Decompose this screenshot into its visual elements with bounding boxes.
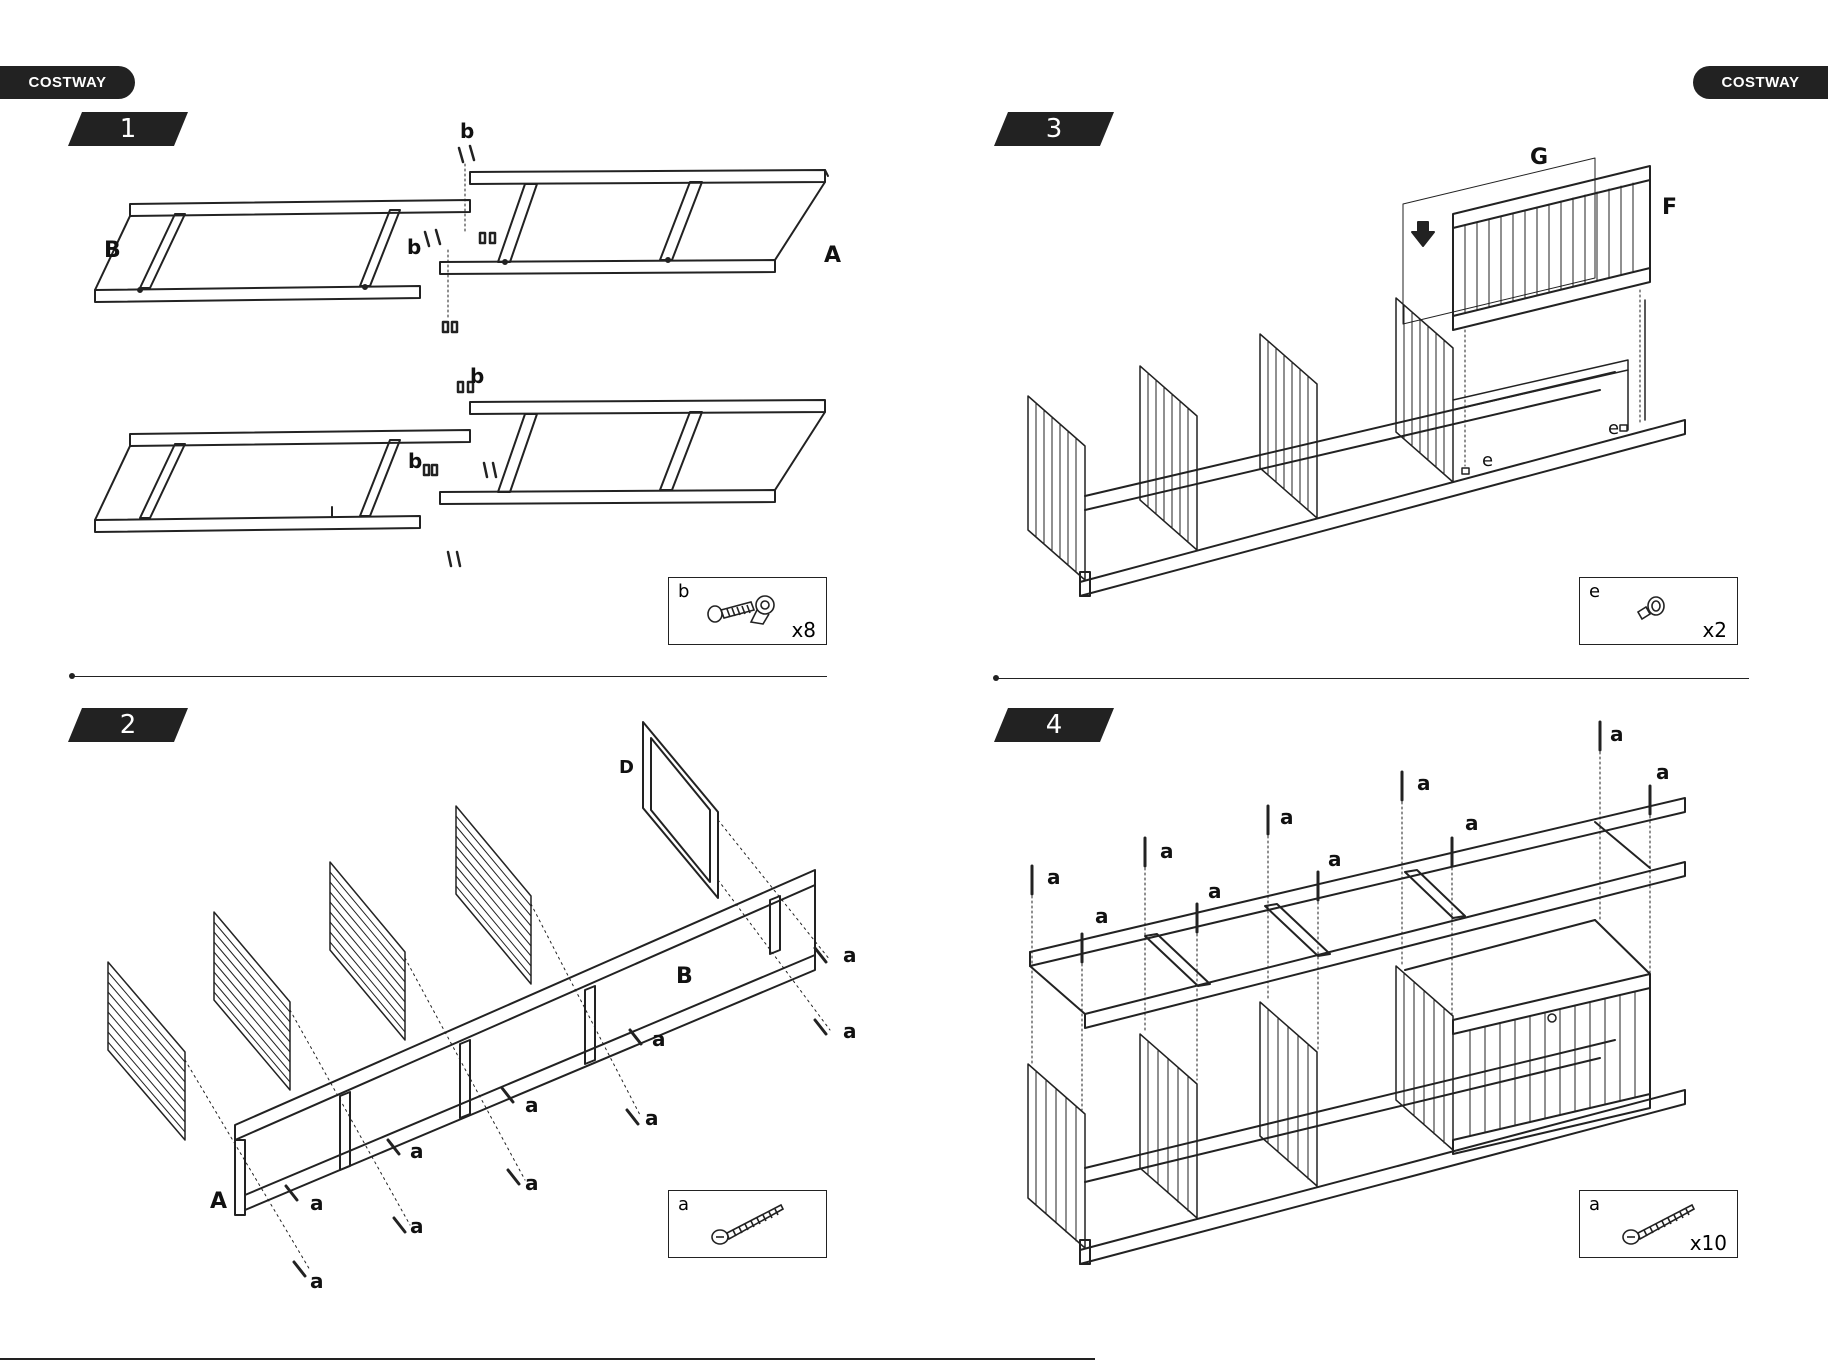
step-1-callout-b-top: b — [460, 119, 474, 143]
step-4-callout-a-3: a — [1160, 839, 1174, 863]
frame-b-lower — [95, 430, 470, 532]
part-label-b-step2: B — [676, 964, 693, 989]
hardware-qty-a-step4: x10 — [1690, 1231, 1727, 1255]
step-4-callout-a-2: a — [1095, 904, 1109, 928]
hardware-qty-b: x8 — [791, 618, 816, 642]
part-label-b: B — [104, 238, 121, 263]
panel-g — [1403, 158, 1595, 324]
part-label-f: F — [1662, 195, 1677, 220]
base-rail-front — [1080, 420, 1685, 596]
step-1-callout-b-mid: b — [407, 235, 421, 259]
step-4-callout-a-7: a — [1417, 771, 1431, 795]
frame-a-upper — [440, 170, 828, 274]
hardware-box-a-step4: a x10 — [1579, 1190, 1738, 1258]
part-label-g: G — [1530, 145, 1548, 170]
step-2-callout-a-10: a — [843, 1019, 857, 1043]
step-1-callout-b-lower-mid: b — [408, 449, 422, 473]
step-2-callout-a-2: a — [310, 1191, 324, 1215]
bolts-upper — [425, 146, 495, 332]
part-label-d: D — [619, 757, 634, 778]
frame-a-lower — [440, 400, 825, 504]
step-4-callout-a-5: a — [1280, 805, 1294, 829]
wood-screw-icon — [669, 1191, 826, 1257]
step-4-callout-a-6: a — [1328, 847, 1342, 871]
down-arrow-icon — [1412, 222, 1434, 246]
upright-slats — [1036, 305, 1444, 572]
step-2-callout-a-6: a — [525, 1093, 539, 1117]
step-2-callout-a-1: a — [310, 1269, 324, 1293]
step-4-callout-a-9: a — [1610, 722, 1624, 746]
top-frame-front — [1085, 862, 1685, 1028]
door-d — [643, 722, 718, 898]
step-4-panels — [1028, 966, 1453, 1248]
step-3-callout-e-1: e — [1482, 450, 1493, 471]
step-2-callout-a-9: a — [843, 943, 857, 967]
step-2-callout-a-8: a — [652, 1027, 666, 1051]
step-4-callout-a-4: a — [1208, 879, 1222, 903]
hardware-box-b: b x8 — [668, 577, 827, 645]
hardware-box-a: a — [668, 1190, 827, 1258]
top-frame-back — [1030, 798, 1685, 966]
step-4-callout-a-8: a — [1465, 811, 1479, 835]
step-2-callout-a-5: a — [525, 1171, 539, 1195]
step-2-callout-a-3: a — [410, 1214, 424, 1238]
step-3-callout-e-2: e — [1608, 418, 1619, 439]
slat-lines — [108, 816, 531, 1132]
part-label-a: A — [824, 243, 841, 268]
step-3-drawing: e e G F — [1028, 145, 1685, 596]
bolts-lower — [424, 382, 496, 566]
step-4-drawing: a a a a a a a a a a — [1028, 722, 1685, 1264]
part-label-a-step2: A — [210, 1189, 227, 1214]
hardware-box-e: e x2 — [1579, 577, 1738, 645]
step-4-callout-a-1: a — [1047, 865, 1061, 889]
slat-panels — [108, 806, 531, 1140]
step-4-callout-a-10: a — [1656, 760, 1670, 784]
step-1-callout-b-lower-top: b — [470, 364, 484, 388]
step-1-drawing: b b B A b b — [95, 119, 841, 566]
hardware-qty-e: x2 — [1702, 618, 1727, 642]
long-rail — [235, 870, 815, 1215]
step-2-callout-a-7: a — [645, 1106, 659, 1130]
step-2-callout-a-4: a — [410, 1139, 424, 1163]
